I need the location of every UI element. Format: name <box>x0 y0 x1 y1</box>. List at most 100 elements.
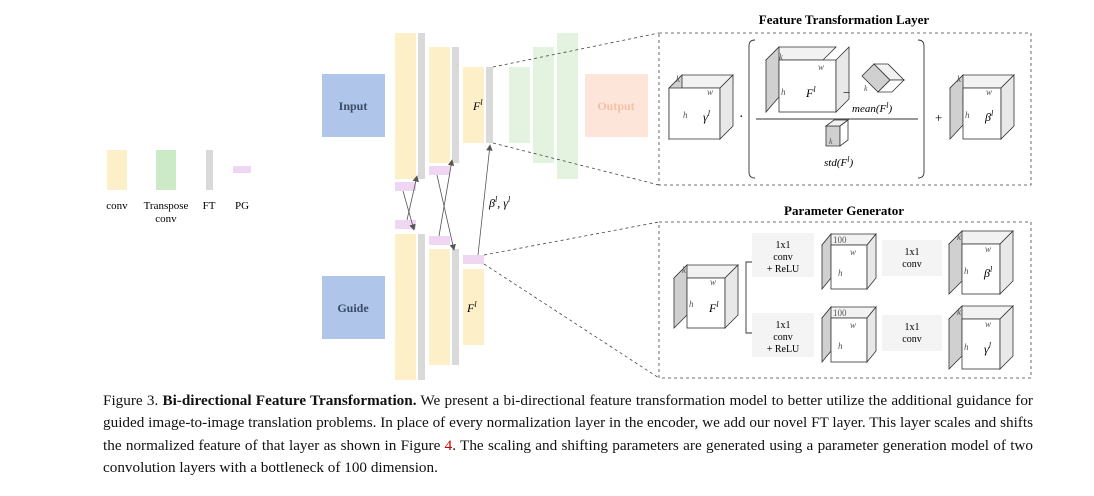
svg-text:w: w <box>818 62 824 72</box>
svg-text:h: h <box>689 299 694 309</box>
conv2-bottom-line1: 1x1 <box>905 322 920 333</box>
mean-bar: k mean(Fl) <box>852 63 905 115</box>
ft-layer-panel: Feature Transformation Layer k w h γl · … <box>658 12 1032 186</box>
bottom-conv-1 <box>395 234 416 380</box>
svg-text:h: h <box>683 110 688 120</box>
svg-text:h: h <box>781 87 786 97</box>
bracket-right <box>917 39 925 179</box>
conv1-bottom-line3: + ReLU <box>767 344 800 355</box>
top-ft-2 <box>452 47 459 163</box>
conv1-top-line3: + ReLU <box>767 264 800 275</box>
svg-text:w: w <box>986 87 992 97</box>
legend-ft-label: FT <box>203 200 216 212</box>
svg-text:k: k <box>682 265 687 275</box>
conv1-bottom-line2: conv <box>773 332 792 343</box>
gamma-cube: k w h γl <box>668 74 734 141</box>
pg-title: Parameter Generator <box>784 203 904 218</box>
conv2-bottom-box <box>882 315 942 351</box>
svg-text:k: k <box>676 74 681 84</box>
output-block <box>585 74 648 137</box>
conv1-bottom-box <box>752 313 814 357</box>
feature-cube: k w h Fl <box>765 46 850 114</box>
svg-text:w: w <box>985 319 991 329</box>
feature-bottom-label: Fl <box>466 300 477 315</box>
conv1-top-line2: conv <box>773 252 792 263</box>
bottom-ft-1 <box>418 234 425 380</box>
ft-layer-title: Feature Transformation Layer <box>759 12 930 27</box>
figure-diagram: conv Transpose conv FT PG Input Guide Fl… <box>106 12 1032 380</box>
transpose-1 <box>509 67 530 143</box>
guide-block <box>322 276 385 339</box>
conv1-top-line1: 1x1 <box>776 240 791 251</box>
beta-cube: k w h βl <box>949 74 1015 141</box>
svg-text:k: k <box>779 52 784 62</box>
guide-label: Guide <box>337 301 369 315</box>
transpose-3 <box>557 33 578 179</box>
caption-text-2: . The scaling and shifting parameters ar… <box>103 436 1033 477</box>
top-ft-3 <box>486 67 493 143</box>
legend-pg-swatch <box>233 166 251 173</box>
bottom-conv-3 <box>463 269 484 345</box>
figure-caption: Figure 3. Bi-directional Feature Transfo… <box>103 390 1033 480</box>
svg-text:w: w <box>850 247 856 257</box>
svg-text:h: h <box>838 268 843 278</box>
bottom-ft-2 <box>452 249 459 365</box>
legend-ft-swatch <box>206 150 213 190</box>
zoom-line-pg-1 <box>483 221 660 256</box>
caption-prefix: Figure 3. <box>103 392 163 409</box>
input-label: Input <box>339 99 368 113</box>
output-label: Output <box>597 99 634 113</box>
input-block <box>322 74 385 137</box>
caption-text-1: We present a bi-directional feature tran… <box>103 392 1033 454</box>
legend: conv Transpose conv FT PG <box>106 150 251 225</box>
conv1-top-box <box>752 233 814 277</box>
cross-arrow-4 <box>438 159 455 237</box>
pg-box-top-1 <box>395 182 416 191</box>
svg-text:100: 100 <box>833 235 847 245</box>
mean-label: mean(Fl) <box>852 101 892 115</box>
svg-text:γl: γl <box>984 341 992 356</box>
plus-sign: + <box>935 110 942 125</box>
svg-text:h: h <box>964 342 969 352</box>
legend-transpose-label-1: Transpose <box>144 200 189 212</box>
svg-text:k: k <box>957 232 962 242</box>
svg-text:w: w <box>710 277 716 287</box>
zoom-line-ft-2 <box>492 142 660 186</box>
pg-panel: Parameter Generator k w h Fl 1x1 conv + … <box>658 203 1032 379</box>
params-label: βl, γl <box>488 195 511 210</box>
svg-text:Fl: Fl <box>805 85 816 100</box>
cross-arrow-1 <box>402 190 416 231</box>
svg-text:h: h <box>838 341 843 351</box>
legend-conv-swatch <box>107 150 127 190</box>
figure-reference-link[interactable]: 4 <box>444 436 453 454</box>
pg-box-top-2 <box>429 166 450 175</box>
svg-text:Fl: Fl <box>708 300 719 315</box>
svg-text:βl: βl <box>984 109 994 124</box>
top-conv-1 <box>395 33 416 179</box>
network: Input Guide Fl Output Fl <box>322 32 660 380</box>
svg-text:w: w <box>707 87 713 97</box>
svg-text:k: k <box>957 307 962 317</box>
svg-text:h: h <box>964 266 969 276</box>
cross-arrow-2 <box>406 175 419 221</box>
feature-top-label: Fl <box>472 98 483 113</box>
legend-transpose-label-2: conv <box>155 213 177 225</box>
top-ft-1 <box>418 33 425 179</box>
bottleneck-bottom-cube: 100 w h <box>821 305 877 364</box>
minus-sign: − <box>843 85 850 100</box>
svg-text:k: k <box>957 74 962 84</box>
legend-transpose-swatch <box>156 150 176 190</box>
std-label: std(Fl) <box>824 155 853 169</box>
cross-arrow-5 <box>477 144 493 256</box>
ft-layer-frame <box>658 32 1032 186</box>
svg-text:w: w <box>850 320 856 330</box>
pg-frame <box>658 221 1032 379</box>
conv2-top-line2: conv <box>902 259 921 270</box>
zoom-line-pg-2 <box>483 263 660 379</box>
zoom-line-ft-1 <box>492 32 660 68</box>
pg-box-bottom-1 <box>395 220 416 229</box>
legend-pg-label: PG <box>235 200 249 212</box>
conv2-top-line1: 1x1 <box>905 247 920 258</box>
svg-text:h: h <box>965 110 970 120</box>
conv1-bottom-line1: 1x1 <box>776 320 791 331</box>
